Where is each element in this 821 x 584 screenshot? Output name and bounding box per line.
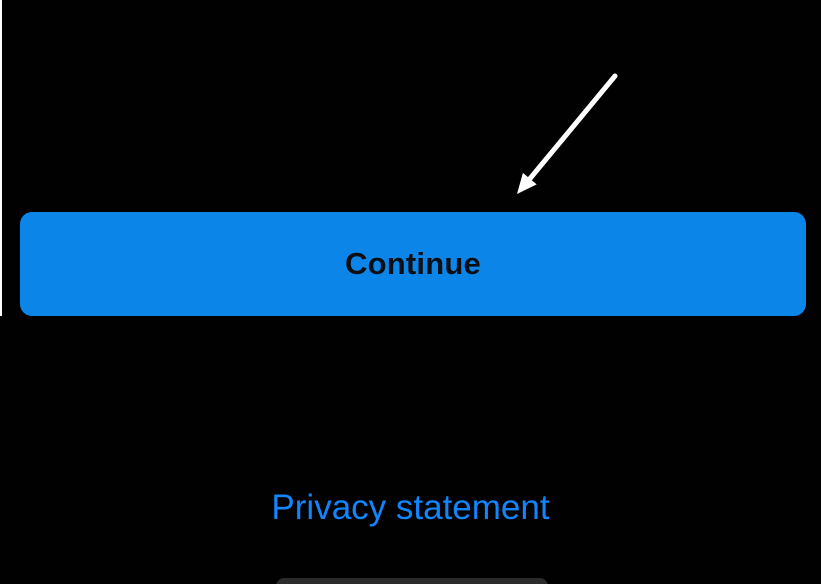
continue-button-label: Continue bbox=[345, 246, 481, 281]
left-edge-artifact bbox=[0, 0, 2, 316]
annotation-arrow-shaft bbox=[525, 73, 618, 184]
continue-button[interactable]: Continue bbox=[20, 212, 806, 316]
privacy-statement-link[interactable]: Privacy statement bbox=[271, 488, 550, 527]
bottom-sheet-edge[interactable] bbox=[276, 578, 548, 584]
annotation-arrow-head bbox=[517, 172, 537, 194]
